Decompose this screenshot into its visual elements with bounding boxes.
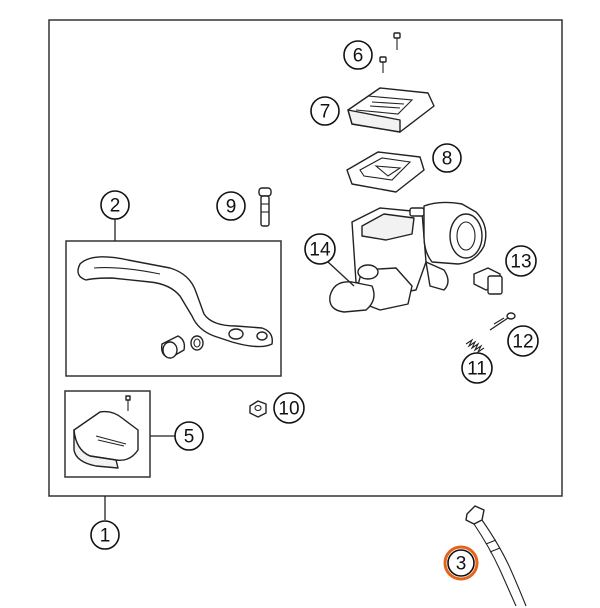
callout-label: 12	[512, 332, 533, 353]
lever-group-frame	[65, 240, 282, 377]
gasket-part-8	[346, 151, 425, 193]
bolt-part-9	[258, 187, 272, 227]
callout-label: 7	[320, 102, 331, 123]
callout-label: 9	[226, 197, 237, 218]
callout-11: 11	[461, 352, 493, 384]
callout-label: 11	[467, 359, 487, 380]
pivot-sleeve-part	[160, 335, 204, 359]
master-cylinder-body	[329, 201, 487, 313]
callout-label: 5	[184, 427, 195, 448]
callout-5: 5	[174, 421, 204, 451]
brake-hose-part-3	[465, 505, 527, 607]
leader-line-14	[327, 261, 355, 287]
screw-part-6	[379, 32, 401, 73]
callout-label: 14	[309, 240, 331, 261]
callout-label: 3	[456, 554, 467, 575]
callout-9: 9	[216, 191, 246, 221]
highlight-ring	[443, 545, 479, 581]
brake-lever-part-2	[77, 256, 273, 348]
spring-part-11	[465, 338, 485, 354]
reservoir-cover-part-7	[347, 87, 435, 133]
callout-6: 6	[343, 40, 373, 70]
assembly-frame	[48, 19, 563, 497]
callout-13: 13	[505, 245, 537, 277]
callout-label: 13	[510, 252, 531, 273]
callout-label: 1	[100, 526, 111, 547]
callout-label: 2	[110, 196, 121, 217]
clamp-part-5	[73, 395, 139, 469]
callout-14: 14	[304, 233, 336, 265]
callout-label: 10	[278, 399, 299, 420]
callout-2: 2	[100, 190, 130, 220]
callout-label: 6	[353, 46, 364, 67]
callout-1: 1	[90, 520, 120, 550]
callout-7: 7	[310, 96, 340, 126]
adjuster-screw-part-12	[489, 312, 516, 331]
callout-10: 10	[273, 392, 305, 424]
banjo-bolt-part-13	[473, 267, 503, 295]
callout-12: 12	[507, 325, 539, 357]
callout-8: 8	[432, 143, 462, 173]
callout-3-highlighted: 3	[443, 545, 479, 581]
nut-part-10	[249, 400, 267, 418]
clamp-group-frame	[64, 390, 151, 478]
callout-label: 8	[442, 149, 453, 170]
